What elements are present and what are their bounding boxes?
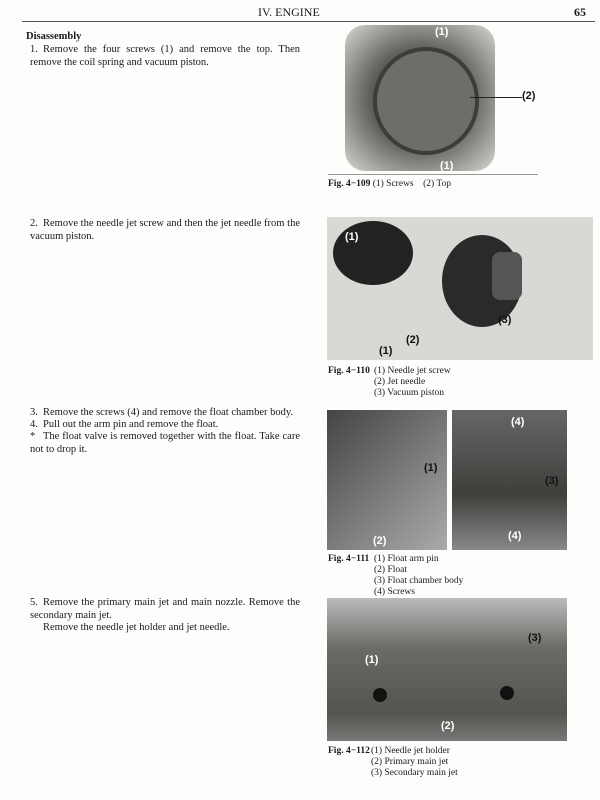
callout: (2) [441, 720, 455, 732]
caption-item: (2) Primary main jet [371, 757, 449, 767]
figure-id: Fig. 4−112 [328, 746, 370, 756]
step-1: 1.Remove the four screws (1) and remove … [30, 44, 300, 69]
step-3: 3. Remove the screws (4) and remove the f… [30, 407, 300, 420]
step-text: Remove the screws (4) and remove the flo… [43, 407, 294, 418]
figure-caption: Fig. 4−110 (1) Needle jet screw(2) Jet n… [328, 366, 451, 398]
step-text: Remove the needle jet screw and then the… [30, 218, 300, 242]
callout: (4) [511, 416, 525, 428]
callout: (1) [379, 345, 393, 357]
callout: (1) [435, 26, 449, 38]
vacuum-chamber-top [373, 47, 479, 155]
callout: (3) [498, 314, 512, 326]
step-number: 1. [30, 44, 38, 55]
step-note: *The float valve is removed together wit… [30, 431, 300, 456]
caption-item: (3) Secondary main jet [371, 768, 458, 778]
figure-caption: Fig. 4−111 (1) Float arm pin(2) Float(3)… [328, 554, 463, 597]
figure-id: Fig. 4−109 [328, 179, 371, 189]
callout: (1) [365, 654, 379, 666]
figure-id: Fig. 4−111 [328, 554, 370, 564]
callout: (3) [528, 632, 542, 644]
section-title: Disassembly [26, 31, 82, 42]
step-number: 2. [30, 218, 38, 229]
step-4: 4. Pull out the arm pin and remove the fl… [30, 419, 300, 432]
piston-body [492, 252, 522, 300]
callout: (4) [508, 530, 522, 542]
step-number: 5. [30, 597, 38, 608]
note-marker: * [30, 431, 36, 442]
caption-item: (1) Needle jet screw [374, 366, 451, 376]
step-5: 5.Remove the primary main jet and main n… [30, 597, 300, 635]
callout: (1) [345, 231, 359, 243]
step-2: 2.Remove the needle jet screw and then t… [30, 218, 300, 243]
needle-piston-photo [327, 217, 593, 360]
jet-hole [373, 688, 387, 702]
main-jet-photo [327, 598, 567, 741]
figure-caption: Fig. 4−109 (1) Screws (2) Top [328, 179, 451, 190]
page-number: 65 [574, 5, 586, 19]
caption-item: (2) Jet needle [374, 377, 426, 387]
jet-hole [500, 686, 514, 700]
caption-item: (2) Float [374, 565, 407, 575]
callout: (1) [424, 462, 438, 474]
step-text: The float valve is removed together with… [30, 431, 300, 455]
float-arm-pin-photo [327, 410, 447, 550]
caption-item: (1) Needle jet holder [371, 746, 450, 756]
callout: (2) [373, 535, 387, 547]
step-text: Remove the primary main jet and main noz… [30, 597, 300, 621]
carburetor-top-photo [345, 25, 495, 171]
caption-item: (3) Float chamber body [374, 576, 464, 586]
step-text-extra: Remove the needle jet holder and jet nee… [43, 622, 230, 633]
float-chamber-photo [452, 410, 567, 550]
leader-line [470, 97, 522, 98]
caption-rule [328, 174, 538, 175]
step-text: Remove the four screws (1) and remove th… [30, 44, 300, 68]
chapter-title: IV. ENGINE [258, 5, 320, 19]
callout: (1) [440, 160, 454, 172]
caption-item: (3) Vacuum piston [374, 388, 445, 398]
caption-item: (4) Screws [374, 587, 415, 597]
caption-item: (1) Float arm pin [374, 554, 439, 564]
figure-caption: Fig. 4−112 (1) Needle jet holder(2) Prim… [328, 746, 458, 778]
caption-item: (2) Top [423, 179, 452, 189]
callout: (3) [545, 475, 559, 487]
callout: (2) [406, 334, 420, 346]
figure-id: Fig. 4−110 [328, 366, 370, 376]
caption-item: (1) Screws [372, 179, 414, 189]
piston-photo-left [333, 221, 413, 285]
step-text: Pull out the arm pin and remove the floa… [43, 419, 219, 430]
step-number: 4. [30, 419, 38, 430]
callout: (2) [522, 90, 536, 102]
header-rule [22, 21, 595, 22]
step-number: 3. [30, 407, 38, 418]
